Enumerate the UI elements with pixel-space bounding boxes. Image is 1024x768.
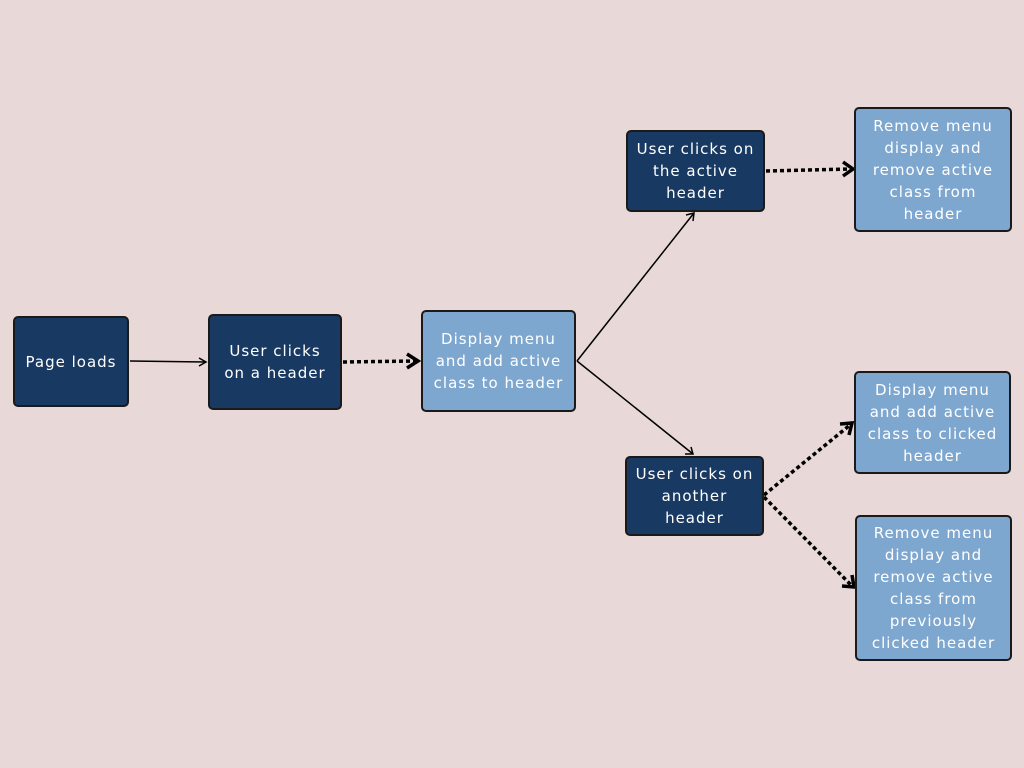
node-label: Remove menu display and remove active cl… [872,116,994,223]
node-label: Display menu and add active class to cli… [867,380,998,465]
node-page-loads: Page loads [13,316,129,407]
node-user-clicks-active-header: User clicks on the active header [626,130,765,212]
node-label: Page loads [25,352,117,371]
arrow-page-loads-to-user-clicks [129,360,206,363]
node-user-clicks-another-header: User clicks on another header [625,456,764,536]
node-user-clicks-on-header: User clicks on a header [208,314,342,410]
arrow-another-header-to-display-clicked [762,423,852,497]
node-label: Remove menu display and remove active cl… [871,524,996,652]
arrowhead [198,357,208,367]
arrow-user-clicks-to-display-menu [342,359,417,364]
node-label: Display menu and add active class to hea… [433,330,564,392]
arrowhead [685,446,694,455]
node-label: User clicks on a header [224,342,326,382]
arrow-display-menu-to-active-header [576,212,695,362]
arrowhead [841,574,857,589]
node-remove-menu-previous: Remove menu display and remove active cl… [855,515,1012,661]
arrowhead [406,352,422,370]
arrow-display-menu-to-another-header [576,360,694,455]
arrow-active-header-to-remove-menu [765,167,851,173]
arrowhead [839,421,855,436]
node-label: User clicks on another header [635,465,754,527]
node-display-menu-clicked-header: Display menu and add active class to cli… [854,371,1011,474]
arrowhead [841,160,857,178]
node-label: User clicks on the active header [636,140,755,202]
node-remove-menu-active: Remove menu display and remove active cl… [854,107,1012,232]
node-display-menu-add-active: Display menu and add active class to hea… [421,310,576,412]
arrow-another-header-to-remove-previous [762,495,853,587]
arrowhead [685,212,695,222]
